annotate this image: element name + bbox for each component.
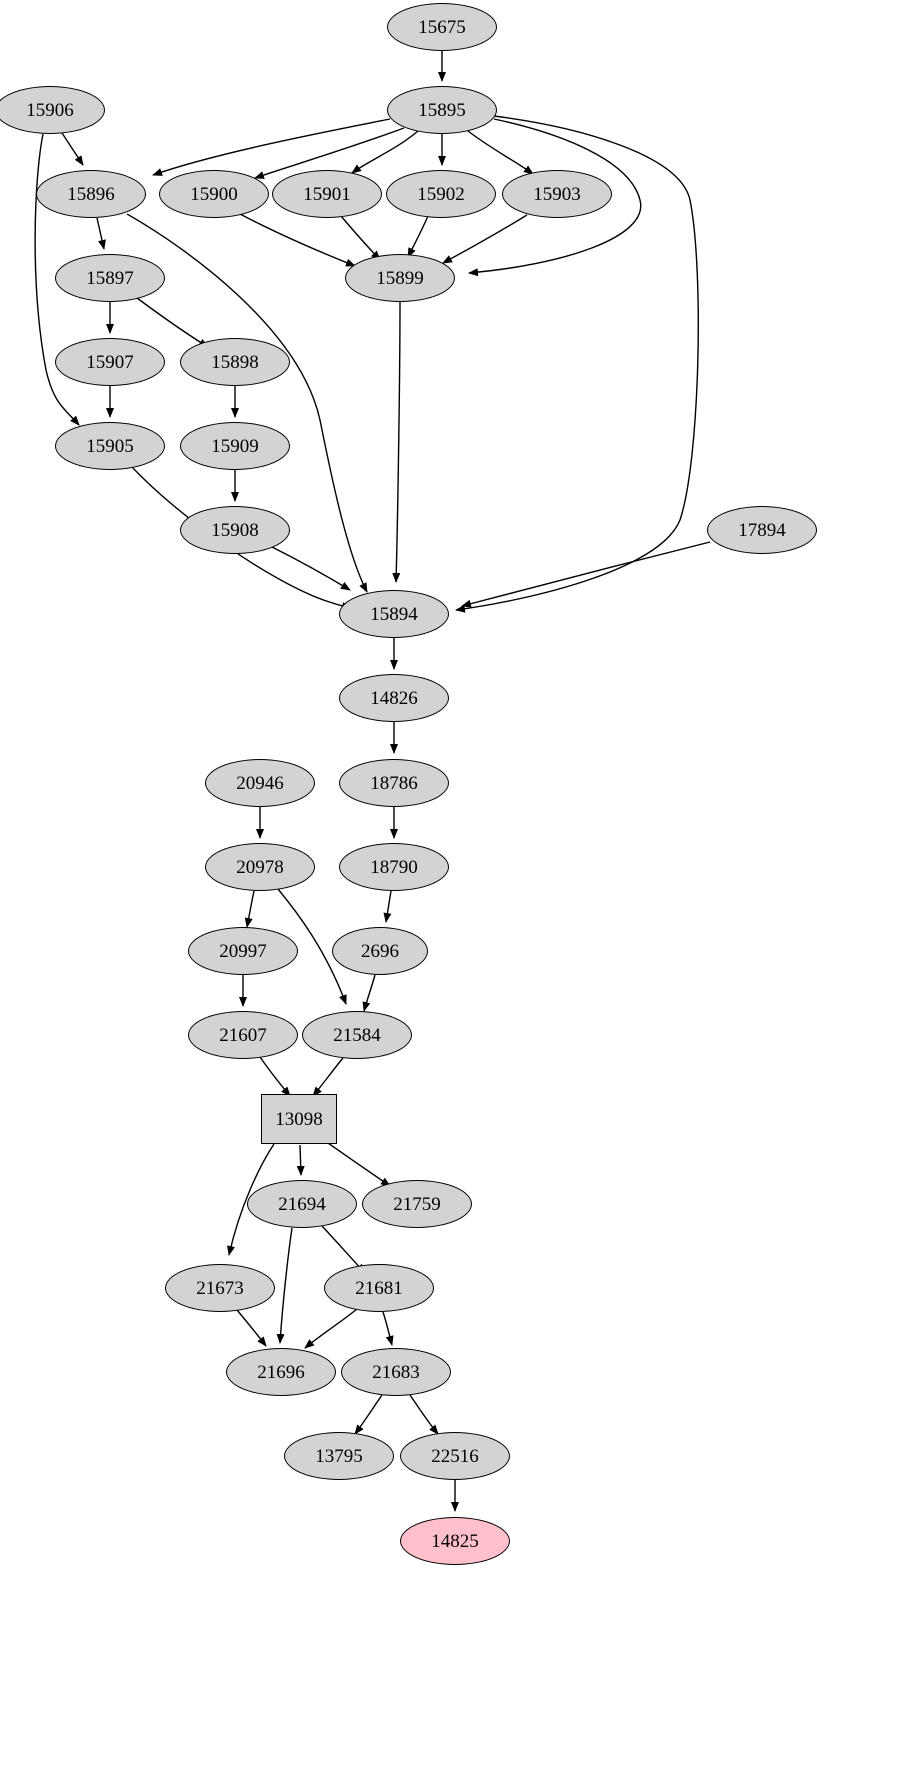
graph-node-label: 21759	[393, 1193, 441, 1215]
edge-15895-to-15903	[467, 130, 534, 175]
graph-node-label: 13098	[275, 1108, 323, 1130]
graph-node-label: 20946	[236, 772, 284, 794]
graph-node-18786[interactable]: 18786	[339, 759, 449, 807]
edge-21673-to-21696	[236, 1309, 267, 1347]
edge-21694-to-21696	[276, 1227, 293, 1344]
graph-node-15895[interactable]: 15895	[387, 86, 497, 134]
graph-node-20978[interactable]: 20978	[205, 843, 315, 891]
edge-21607-to-13098	[259, 1056, 291, 1097]
graph-node-15675[interactable]: 15675	[387, 3, 497, 51]
graph-node-label: 15901	[303, 183, 351, 205]
edge-21584-to-13098	[312, 1057, 344, 1097]
edge-15908-to-15894	[271, 546, 351, 591]
graph-node-14825[interactable]: 14825	[400, 1517, 510, 1565]
edge-15897-to-15898	[136, 297, 209, 348]
graph-node-21683[interactable]: 21683	[341, 1348, 451, 1396]
graph-node-label: 21696	[257, 1361, 305, 1383]
graph-node-20946[interactable]: 20946	[205, 759, 315, 807]
edge-15899-to-15894	[392, 301, 401, 583]
graph-node-label: 15895	[418, 99, 466, 121]
graph-node-21694[interactable]: 21694	[247, 1180, 357, 1228]
graph-node-label: 15900	[190, 183, 238, 205]
edge-15895-to-15896	[152, 118, 391, 176]
graph-node-label: 15894	[370, 603, 418, 625]
edge-21681-to-21696	[304, 1308, 358, 1349]
graph-node-15905[interactable]: 15905	[55, 422, 165, 470]
edge-20978-to-20997	[244, 890, 255, 928]
graph-node-label: 15909	[211, 435, 259, 457]
graph-node-label: 15675	[418, 16, 466, 38]
graph-node-label: 14825	[431, 1530, 479, 1552]
edge-15902-to-15899	[407, 215, 429, 258]
graph-node-21673[interactable]: 21673	[165, 1264, 275, 1312]
graph-node-label: 15899	[376, 267, 424, 289]
graph-node-label: 15908	[211, 519, 259, 541]
graph-node-15906[interactable]: 15906	[0, 86, 105, 134]
graph-node-21584[interactable]: 21584	[302, 1011, 412, 1059]
graph-node-label: 18790	[370, 856, 418, 878]
graph-node-label: 15898	[211, 351, 259, 373]
graph-node-15900[interactable]: 15900	[159, 170, 269, 218]
edge-15896-to-15897	[96, 217, 106, 250]
edge-15901-to-15899	[340, 215, 381, 261]
graph-node-label: 15906	[26, 99, 74, 121]
graph-node-label: 22516	[431, 1445, 479, 1467]
graph-node-21759[interactable]: 21759	[362, 1180, 472, 1228]
edge-15900-to-15899	[239, 213, 356, 267]
graph-node-15907[interactable]: 15907	[55, 338, 165, 386]
graph-node-label: 21584	[333, 1024, 381, 1046]
graph-node-15899[interactable]: 15899	[345, 254, 455, 302]
graph-node-15908[interactable]: 15908	[180, 506, 290, 554]
graph-node-label: 20978	[236, 856, 284, 878]
graph-node-label: 21683	[372, 1361, 420, 1383]
graph-node-13098[interactable]: 13098	[261, 1094, 337, 1144]
edge-15906-to-15896	[61, 132, 84, 166]
graph-node-label: 21607	[219, 1024, 267, 1046]
graph-node-15902[interactable]: 15902	[386, 170, 496, 218]
graph-node-label: 18786	[370, 772, 418, 794]
edge-15895-to-15901	[351, 130, 419, 174]
graph-node-17894[interactable]: 17894	[707, 506, 817, 554]
edge-21683-to-22516	[409, 1394, 439, 1435]
edge-21683-to-13795	[354, 1394, 383, 1435]
graph-node-15901[interactable]: 15901	[272, 170, 382, 218]
graph-node-15909[interactable]: 15909	[180, 422, 290, 470]
graph-node-label: 15905	[86, 435, 134, 457]
graph-node-label: 15903	[533, 183, 581, 205]
graph-node-15898[interactable]: 15898	[180, 338, 290, 386]
graph-node-15897[interactable]: 15897	[55, 254, 165, 302]
edge-18790-to-2696	[383, 890, 392, 923]
graph-node-15896[interactable]: 15896	[36, 170, 146, 218]
graph-node-label: 20997	[219, 940, 267, 962]
graph-node-label: 15897	[86, 267, 134, 289]
graph-node-21681[interactable]: 21681	[324, 1264, 434, 1312]
graph-node-label: 2696	[361, 940, 399, 962]
graph-node-label: 21673	[196, 1277, 244, 1299]
graph-node-21607[interactable]: 21607	[188, 1011, 298, 1059]
graph-node-15903[interactable]: 15903	[502, 170, 612, 218]
graph-node-label: 21681	[355, 1277, 403, 1299]
graph-node-label: 15902	[417, 183, 465, 205]
graph-node-20997[interactable]: 20997	[188, 927, 298, 975]
graph-node-15894[interactable]: 15894	[339, 590, 449, 638]
edge-13098-to-21694	[296, 1144, 305, 1176]
graph-node-18790[interactable]: 18790	[339, 843, 449, 891]
edge-15903-to-15899	[442, 214, 528, 264]
graph-node-13795[interactable]: 13795	[284, 1432, 394, 1480]
edge-17894-to-15894	[461, 541, 711, 608]
graph-node-label: 13795	[315, 1445, 363, 1467]
graph-node-2696[interactable]: 2696	[332, 927, 428, 975]
edge-13098-to-21759	[327, 1142, 391, 1187]
graph-node-14826[interactable]: 14826	[339, 674, 449, 722]
graph-node-label: 14826	[370, 687, 418, 709]
graph-node-label: 15907	[86, 351, 134, 373]
graph-node-22516[interactable]: 22516	[400, 1432, 510, 1480]
graph-node-label: 15896	[67, 183, 115, 205]
graph-node-label: 17894	[738, 519, 786, 541]
graph-node-label: 21694	[278, 1193, 326, 1215]
graph-node-21696[interactable]: 21696	[226, 1348, 336, 1396]
edge-2696-to-21584	[362, 974, 376, 1012]
edge-21681-to-21683	[382, 1311, 394, 1346]
